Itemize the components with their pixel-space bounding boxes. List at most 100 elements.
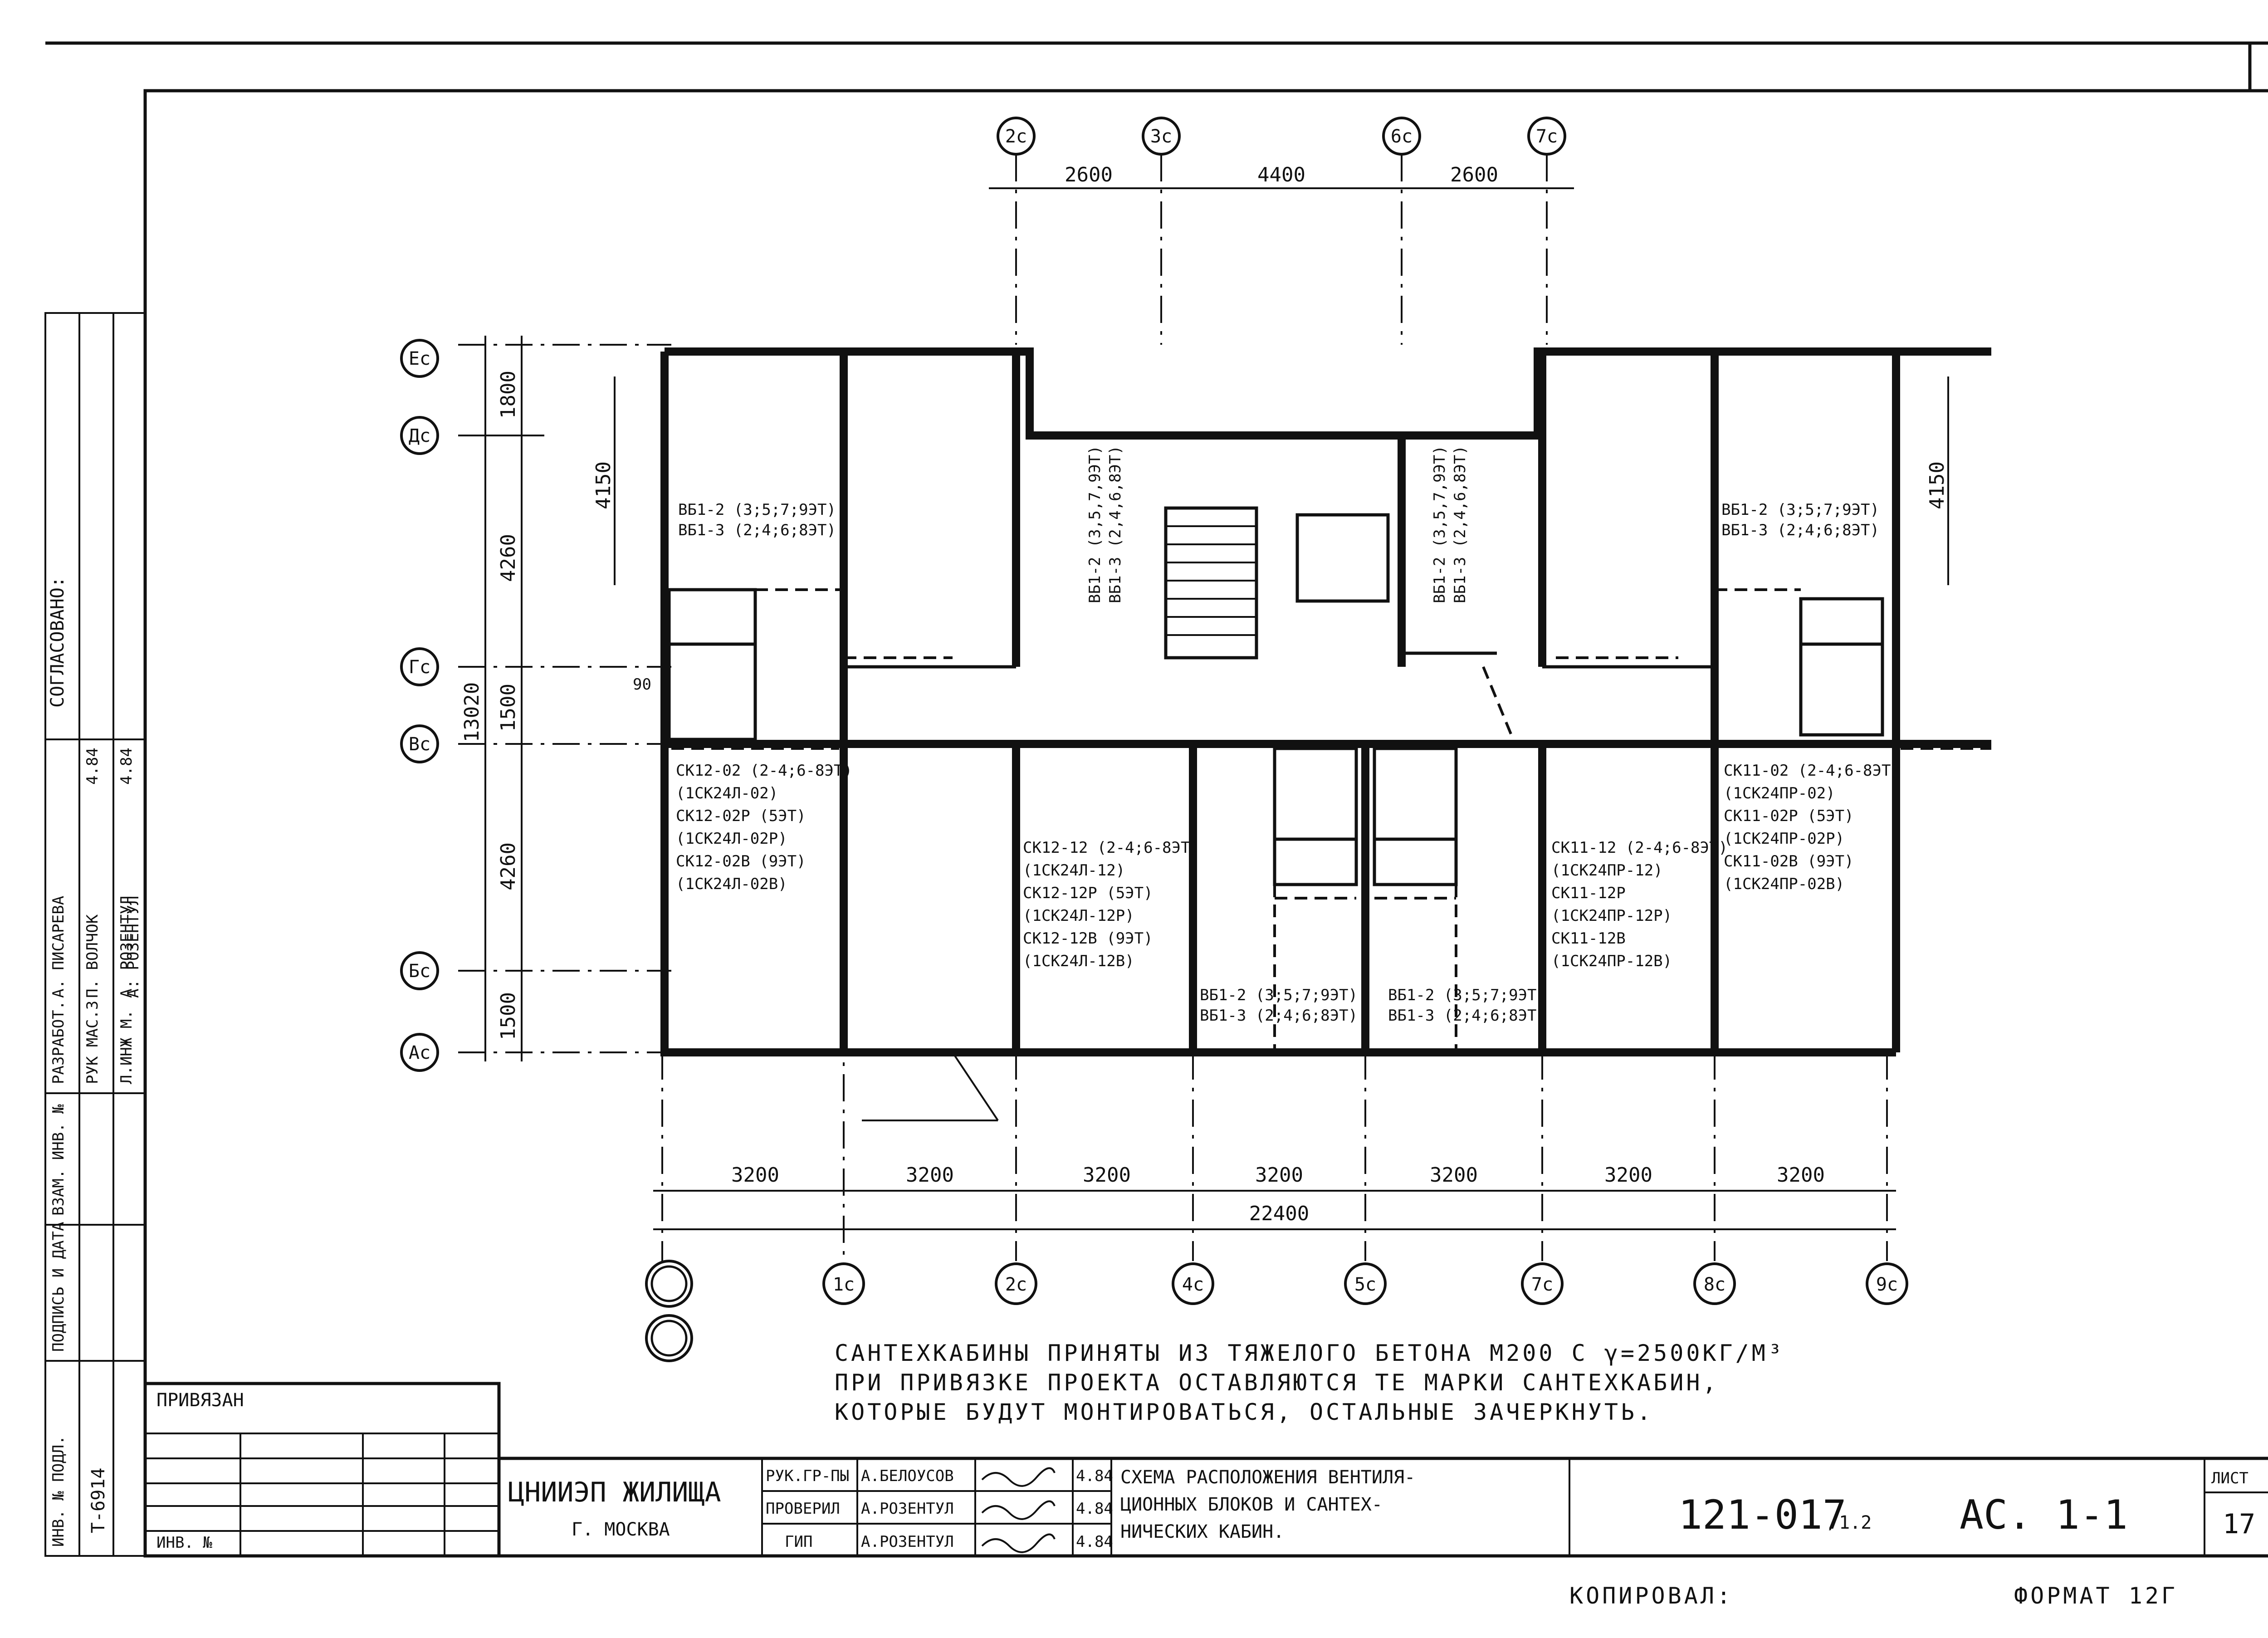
- top-axes: 2с 3с 6с 7с 2600 4400 2600: [989, 117, 1574, 345]
- vb-bottom-right-1: ВБ1-2 (3;5;7;9ЭТ): [1388, 986, 1546, 1004]
- axis-label-top-1: 2с: [1005, 126, 1027, 147]
- plan-left-wall: [660, 352, 953, 1056]
- axis-bubble-left-1: [400, 339, 439, 378]
- mark-vb-right: ВБ1-2 (3;5;7;9ЭТ) ВБ1-3 (2;4;6;8ЭТ): [1721, 501, 1879, 539]
- org-line-2: Г. МОСКВА: [572, 1519, 670, 1540]
- stamp-role-2: Л.ИНЖ М.: [117, 1010, 136, 1084]
- bottom-dim-7: 3200: [1777, 1164, 1825, 1187]
- tb-role-3: ГИП: [785, 1533, 812, 1551]
- vb-right-1: ВБ1-2 (3;5;7;9ЭТ): [1721, 501, 1879, 519]
- mark-sk-right-mid: СК11-12 (2-4;6-8ЭТ) (1СК24ПР-12) СК11-12…: [1551, 839, 1728, 970]
- mark-vb-bottom-right: ВБ1-2 (3;5;7;9ЭТ) ВБ1-3 (2;4;6;8ЭТ): [1388, 986, 1546, 1025]
- axis-label-bottom-6: 8с: [1704, 1274, 1725, 1295]
- inv-label: ИНВ. №: [156, 1534, 212, 1552]
- axis-bubble-top-1: [997, 117, 1036, 156]
- stamp-role-1: РУК МАС.З: [83, 1001, 102, 1084]
- stamp-role-3: РАЗРАБОТ.: [49, 1001, 68, 1084]
- sk-mid-3: СК12-12Р (5ЭТ): [1023, 884, 1153, 902]
- bottom-dim-4: 3200: [1255, 1164, 1303, 1187]
- left-dim-2: 4260: [497, 534, 520, 582]
- axis-label-left-5: Бс: [409, 961, 430, 982]
- left-total-dim: 13020: [460, 682, 484, 742]
- top-dim-3: 2600: [1450, 163, 1498, 186]
- note-line-2: ПРИ ПРИВЯЗКЕ ПРОЕКТА ОСТАВЛЯЮТСЯ ТЕ МАРК…: [835, 1369, 1719, 1396]
- vb-stair-left-2: ВБ1-3 (2,4,6,8ЭТ): [1106, 445, 1124, 603]
- axis-bubble-top-3: [1382, 117, 1421, 156]
- dim-4150-right: 4150: [1926, 461, 1949, 509]
- sk-right-mid-6: (1СК24ПР-12В): [1551, 952, 1672, 970]
- vb-left-2: ВБ1-3 (2;4;6;8ЭТ): [678, 521, 836, 539]
- sk-mid-6: (1СК24Л-12В): [1023, 952, 1134, 970]
- sheet-label: ЛИСТ: [2211, 1469, 2248, 1487]
- floor-plan: [660, 347, 1991, 1121]
- side-stamp: СОГЛАСОВАНО: РУК МАС.З Л.ИНЖ М. РАЗРАБОТ…: [44, 312, 146, 1557]
- vb-bottom-right-2: ВБ1-3 (2;4;6;8ЭТ): [1388, 1007, 1546, 1025]
- dim-90: 90: [633, 675, 651, 694]
- sk-right-mid-2: (1СК24ПР-12): [1551, 861, 1663, 880]
- axis-bubble-bottom-1: [822, 1262, 865, 1305]
- left-dim-4: 4260: [497, 842, 520, 890]
- mark-sk-mid: СК12-12 (2-4;6-8ЭТ) (1СК24Л-12) СК12-12Р…: [1023, 839, 1199, 970]
- bottom-total-dim: 22400: [1249, 1202, 1309, 1225]
- tb-name-1: А.БЕЛОУСОВ: [861, 1467, 954, 1485]
- note-line-1: САНТЕХКАБИНЫ ПРИНЯТЫ ИЗ ТЯЖЕЛОГО БЕТОНА …: [835, 1340, 1784, 1366]
- mark-vb-left: ВБ1-2 (3;5;7;9ЭТ) ВБ1-3 (2;4;6;8ЭТ): [678, 501, 836, 539]
- stamp-inv-value: Т-6914: [88, 1468, 109, 1534]
- axis-label-bottom-2: 2с: [1005, 1274, 1027, 1295]
- axis-bubble-bottom-4: [1344, 1262, 1387, 1305]
- tb-title-line-3: НИЧЕСКИХ КАБИН.: [1120, 1521, 1284, 1542]
- vb-bottom-left-1: ВБ1-2 (3;5;7;9ЭТ): [1200, 986, 1358, 1004]
- stamp-name-4: А. РОЗЕНТУЛ: [124, 896, 142, 998]
- sk-right-mid-1: СК11-12 (2-4;6-8ЭТ): [1551, 839, 1728, 857]
- sk-right-5: СК11-02В (9ЭТ): [1724, 852, 1854, 870]
- left-dim-1: 1800: [497, 371, 520, 419]
- axis-bubble-bottom-7: [1866, 1262, 1908, 1305]
- axis-label-bottom-7: 9с: [1876, 1274, 1898, 1295]
- tb-code-ac: АС. 1-1: [1960, 1491, 2128, 1538]
- stair-flight: [1164, 506, 1258, 660]
- axis-label-top-2: 3с: [1150, 126, 1172, 147]
- mark-vb-stair-right: ВБ1-2 (3,5,7,9ЭТ) ВБ1-3 (2,4,6,8ЭТ): [1431, 445, 1469, 603]
- copied-label: КОПИРОВАЛ:: [1569, 1583, 1733, 1609]
- tb-name-2: А.РОЗЕНТУЛ: [861, 1500, 954, 1518]
- general-notes: САНТЕХКАБИНЫ ПРИНЯТЫ ИЗ ТЯЖЕЛОГО БЕТОНА …: [835, 1340, 1784, 1425]
- left-dim-5: 1500: [497, 992, 520, 1040]
- stamp-col-inv: ИНВ. № ПОДЛ.: [49, 1435, 68, 1547]
- stamp-col-sign: ПОДПИСЬ И ДАТА: [49, 1222, 68, 1352]
- tb-date-2: 4.84: [1076, 1500, 1113, 1518]
- sk-right-1: СК11-02 (2-4;6-8ЭТ): [1724, 762, 1900, 780]
- plan-top-wall: [665, 347, 1991, 440]
- axis-label-bottom-4: 5с: [1354, 1274, 1376, 1295]
- tb-code-sub: /1.2: [1828, 1512, 1872, 1533]
- cabin-mid-right: [1373, 747, 1458, 886]
- axis-label-left-1: Ес: [409, 348, 430, 369]
- tb-signature-2: [981, 1500, 1056, 1520]
- axis-bubble-left-2: [400, 416, 439, 455]
- axis-bubble-bottom-5: [1521, 1262, 1564, 1305]
- bottom-dim-5: 3200: [1430, 1164, 1478, 1187]
- format-label: ФОРМАТ 12Г: [2014, 1583, 2178, 1609]
- tb-date-3: 4.84: [1076, 1533, 1113, 1551]
- tb-role-2: ПРОВЕРИЛ: [766, 1500, 840, 1518]
- sk-right-mid-5: СК11-12В: [1551, 929, 1626, 948]
- axis-label-left-2: Дс: [409, 425, 430, 446]
- mark-vb-bottom-left: ВБ1-2 (3;5;7;9ЭТ) ВБ1-3 (2;4;6;8ЭТ): [1200, 986, 1358, 1025]
- org-line-1: ЦНИИЭП ЖИЛИЩА: [508, 1477, 721, 1508]
- axis-bubble-left-5: [400, 951, 439, 990]
- bottom-dim-6: 3200: [1604, 1164, 1652, 1187]
- axis-bubble-bottom-3: [1172, 1262, 1214, 1305]
- stamp-date-1: 4.84: [83, 748, 102, 785]
- axis-label-left-4: Вс: [409, 734, 430, 755]
- axis-bubble-top-4: [1527, 117, 1566, 156]
- stamp-name-2: А. РОЗЕНТУЛ: [117, 896, 136, 998]
- sk-right-4: (1СК24ПР-02Р): [1724, 830, 1844, 848]
- main-stamp: [497, 1457, 2268, 1558]
- bottom-axes: 3200 3200 3200 3200 3200 3200 3200 22400…: [645, 744, 1908, 1362]
- axis-bubble-bottom-2: [995, 1262, 1037, 1305]
- tb-signature-1: [981, 1467, 1056, 1487]
- sk-mid-5: СК12-12В (9ЭТ): [1023, 929, 1153, 948]
- axis-label-left-6: Ас: [409, 1042, 430, 1063]
- tb-role-1: РУК.ГР-ПЫ: [766, 1467, 849, 1485]
- stamp-col-vzam: ВЗАМ. ИНВ. №: [49, 1104, 68, 1216]
